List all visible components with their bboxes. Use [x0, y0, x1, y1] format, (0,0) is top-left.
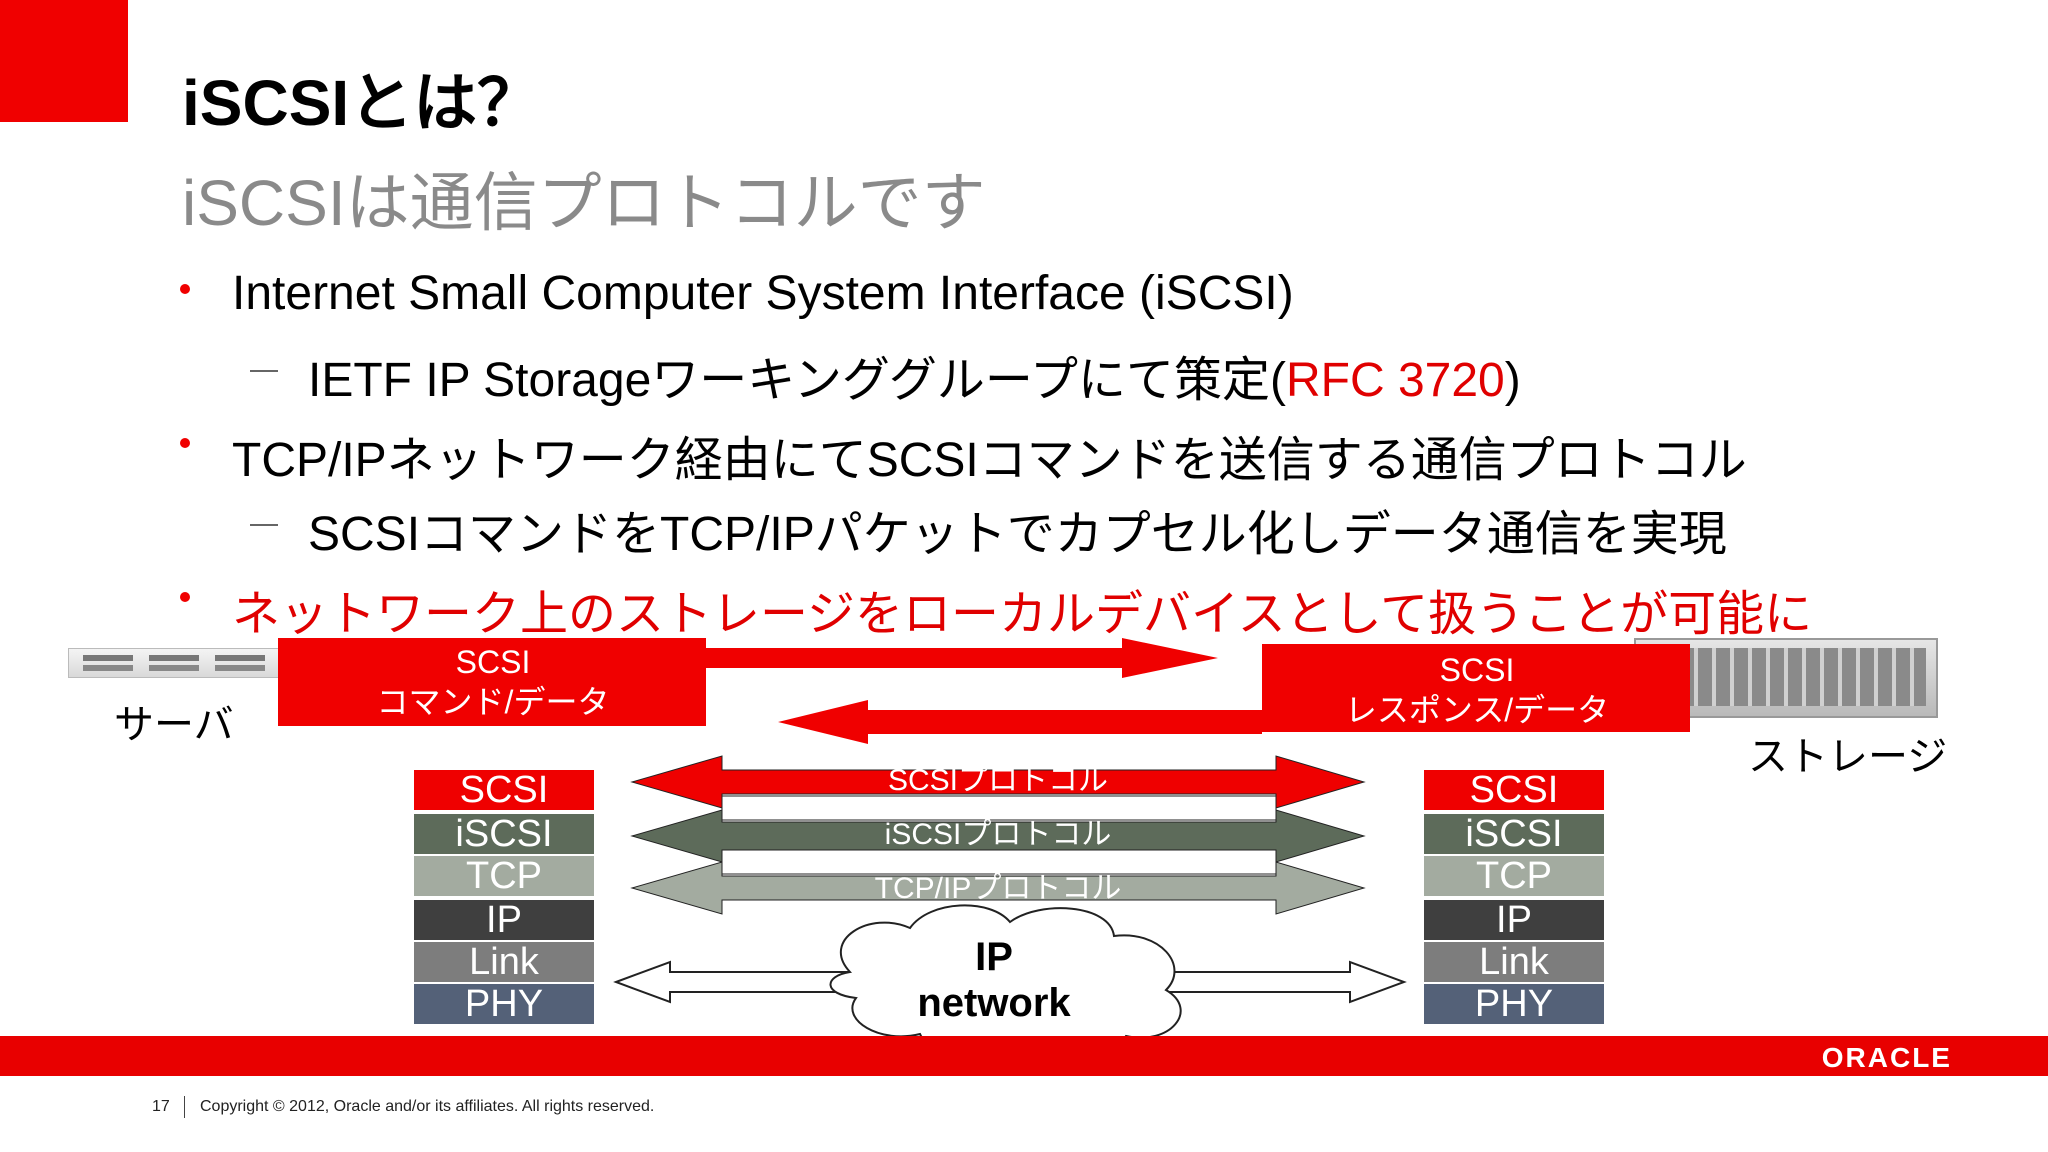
right-stack-iscsi: iSCSI [1424, 814, 1604, 854]
iscsi-protocol-label: iSCSIプロトコル [884, 818, 1112, 851]
server-label: サーバ [114, 703, 234, 747]
bullet-2: TCP/IPネットワーク経由にてSCSIコマンドを送信する通信プロトコル [180, 420, 1747, 490]
cloud-label: IP network [894, 934, 1094, 1026]
cloud-label-line1: IP [975, 935, 1013, 979]
bullet-1-sub-close: ) [1504, 354, 1521, 407]
server-command-box: SCSI コマンド/データ [278, 638, 706, 726]
storage-response-box: SCSI レスポンス/データ [1262, 644, 1690, 732]
storage-box-line2: レスポンス/データ [1344, 692, 1610, 728]
right-stack-link: Link [1424, 942, 1604, 982]
sub-bullet-dash [250, 370, 278, 372]
right-stack-tcp: TCP [1424, 856, 1604, 896]
scsi-protocol-gap [721, 795, 1277, 821]
bullet-1-text: Internet Small Computer System Interface… [232, 267, 1294, 320]
request-arrow [706, 638, 1218, 678]
rfc-reference: RFC 3720 [1285, 354, 1505, 407]
bullet-dot [180, 592, 190, 602]
left-stack-phy: PHY [414, 984, 594, 1024]
tcpip-protocol-arrow [630, 861, 1366, 915]
ip-network-cloud [829, 904, 1182, 1057]
iscsi-protocol-gap [721, 849, 1277, 875]
bullet-3: ネットワーク上のストレージをローカルデバイスとして扱うことが可能に [180, 574, 1813, 644]
bullet-3-text: ネットワーク上のストレージをローカルデバイスとして扱うことが可能に [232, 588, 1813, 641]
right-stack-ip: IP [1424, 900, 1604, 940]
bullet-dot [180, 284, 190, 294]
left-stack-link: Link [414, 942, 594, 982]
left-stack-iscsi: iSCSI [414, 814, 594, 854]
footer-red-bar: ORACLE [0, 1036, 2048, 1076]
right-stack-scsi: SCSI [1424, 770, 1604, 810]
sub-bullet-dash [250, 524, 278, 526]
bullet-2-text: TCP/IPネットワーク経由にてSCSIコマンドを送信する通信プロトコル [232, 434, 1747, 487]
left-stack-scsi: SCSI [414, 770, 594, 810]
server-box-line2: コマンド/データ [376, 684, 610, 720]
bullet-dot [180, 438, 190, 448]
cloud-label-line2: network [917, 981, 1071, 1025]
response-arrow [778, 700, 1262, 744]
scsi-protocol-label: SCSIプロトコル [887, 764, 1109, 797]
bullet-2-sub-text: SCSIコマンドをTCP/IPパケットでカプセル化しデータ通信を実現 [308, 508, 1727, 561]
slide-title: iSCSIとは？ [182, 67, 542, 139]
storage-label: ストレージ [1748, 735, 1948, 779]
footer-divider [184, 1096, 185, 1118]
oracle-logo: ORACLE [1821, 1042, 1952, 1073]
copyright-text: Copyright © 2012, Oracle and/or its affi… [200, 1098, 655, 1115]
tcpip-protocol-label: TCP/IPプロトコル [874, 872, 1122, 905]
page-number: 17 [152, 1098, 170, 1115]
bullet-1: Internet Small Computer System Interface… [180, 266, 1294, 321]
left-stack-tcp: TCP [414, 856, 594, 896]
right-stack-phy: PHY [1424, 984, 1604, 1024]
server-box-line1: SCSI [455, 644, 531, 680]
left-stack-ip: IP [414, 900, 594, 940]
bullet-1-sub: IETF IP Storageワーキンググループにて策定(RFC 3720) [250, 340, 1521, 410]
corner-accent [0, 0, 128, 122]
storage-box-line1: SCSI [1439, 652, 1515, 688]
bullet-1-sub-text: IETF IP Storageワーキンググループにて策定( [308, 354, 1286, 407]
slide-subtitle: iSCSIは通信プロトコルです [182, 167, 986, 239]
bullet-2-sub: SCSIコマンドをTCP/IPパケットでカプセル化しデータ通信を実現 [250, 494, 1727, 564]
